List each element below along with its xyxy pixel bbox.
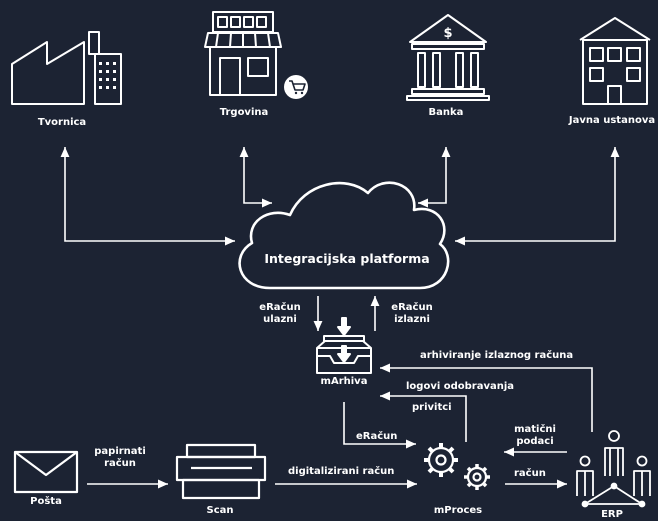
factory-icon bbox=[11, 31, 122, 105]
maticni-line2: podaci bbox=[516, 436, 554, 447]
eracun-izlazni-label: eRačun izlazni bbox=[382, 302, 442, 326]
marhiva-label: mArhiva bbox=[320, 376, 368, 387]
bank-icon: $ bbox=[406, 14, 490, 101]
arhiviranje-label: arhiviranje izlaznog računa bbox=[420, 350, 574, 361]
integracijska-platforma-label: Integracijska platforma bbox=[264, 251, 430, 266]
envelope-icon bbox=[13, 450, 79, 494]
cloud-icon bbox=[238, 181, 450, 290]
trgovina-label: Trgovina bbox=[219, 107, 269, 118]
digitalizirani-racun-label: digitalizirani račun bbox=[288, 466, 395, 477]
eracun-label: eRačun bbox=[356, 431, 398, 442]
javna-ustanova-label: Javna ustanova bbox=[568, 115, 656, 126]
privitci-label: privitci bbox=[412, 402, 452, 413]
people-network-icon bbox=[576, 430, 651, 508]
eracun-ulazni-line1: eRačun bbox=[259, 302, 301, 313]
edge-javna-platform bbox=[455, 147, 620, 246]
eracun-izlazni-line1: eRačun bbox=[391, 302, 433, 313]
edge-eracun-marhiva-mproces bbox=[343, 402, 416, 449]
posta-label: Pošta bbox=[30, 496, 62, 507]
racun-label: račun bbox=[514, 468, 546, 479]
eracun-ulazni-label: eRačun ulazni bbox=[250, 302, 310, 326]
papirnati-line1: papirnati bbox=[94, 446, 146, 457]
edge-logovi bbox=[380, 391, 467, 442]
papirnati-line2: račun bbox=[104, 458, 136, 469]
edge-tvornica-platform bbox=[60, 147, 235, 246]
edge-arhiviranje bbox=[380, 363, 593, 432]
tvornica-label: Tvornica bbox=[37, 117, 87, 128]
mproces-label: mProces bbox=[433, 505, 483, 516]
gears-icon bbox=[424, 443, 490, 490]
scanner-icon bbox=[175, 443, 267, 500]
maticni-podaci-label: matični podaci bbox=[508, 424, 562, 448]
papirnati-racun-label: papirnati račun bbox=[90, 446, 150, 470]
edge-banka-platform bbox=[418, 147, 451, 208]
eracun-ulazni-line2: ulazni bbox=[263, 314, 297, 325]
archive-inbox-icon bbox=[316, 317, 372, 374]
maticni-line1: matični bbox=[514, 424, 556, 435]
logovi-label: logovi odobravanja bbox=[406, 381, 515, 392]
erp-label: ERP bbox=[601, 509, 623, 520]
svg-text:$: $ bbox=[443, 26, 452, 41]
eracun-izlazni-line2: izlazni bbox=[394, 314, 430, 325]
scan-label: Scan bbox=[206, 505, 234, 516]
shop-icon bbox=[204, 11, 308, 99]
public-building-icon bbox=[579, 17, 651, 105]
edge-trgovina-platform bbox=[239, 147, 272, 208]
banka-label: Banka bbox=[428, 107, 464, 118]
